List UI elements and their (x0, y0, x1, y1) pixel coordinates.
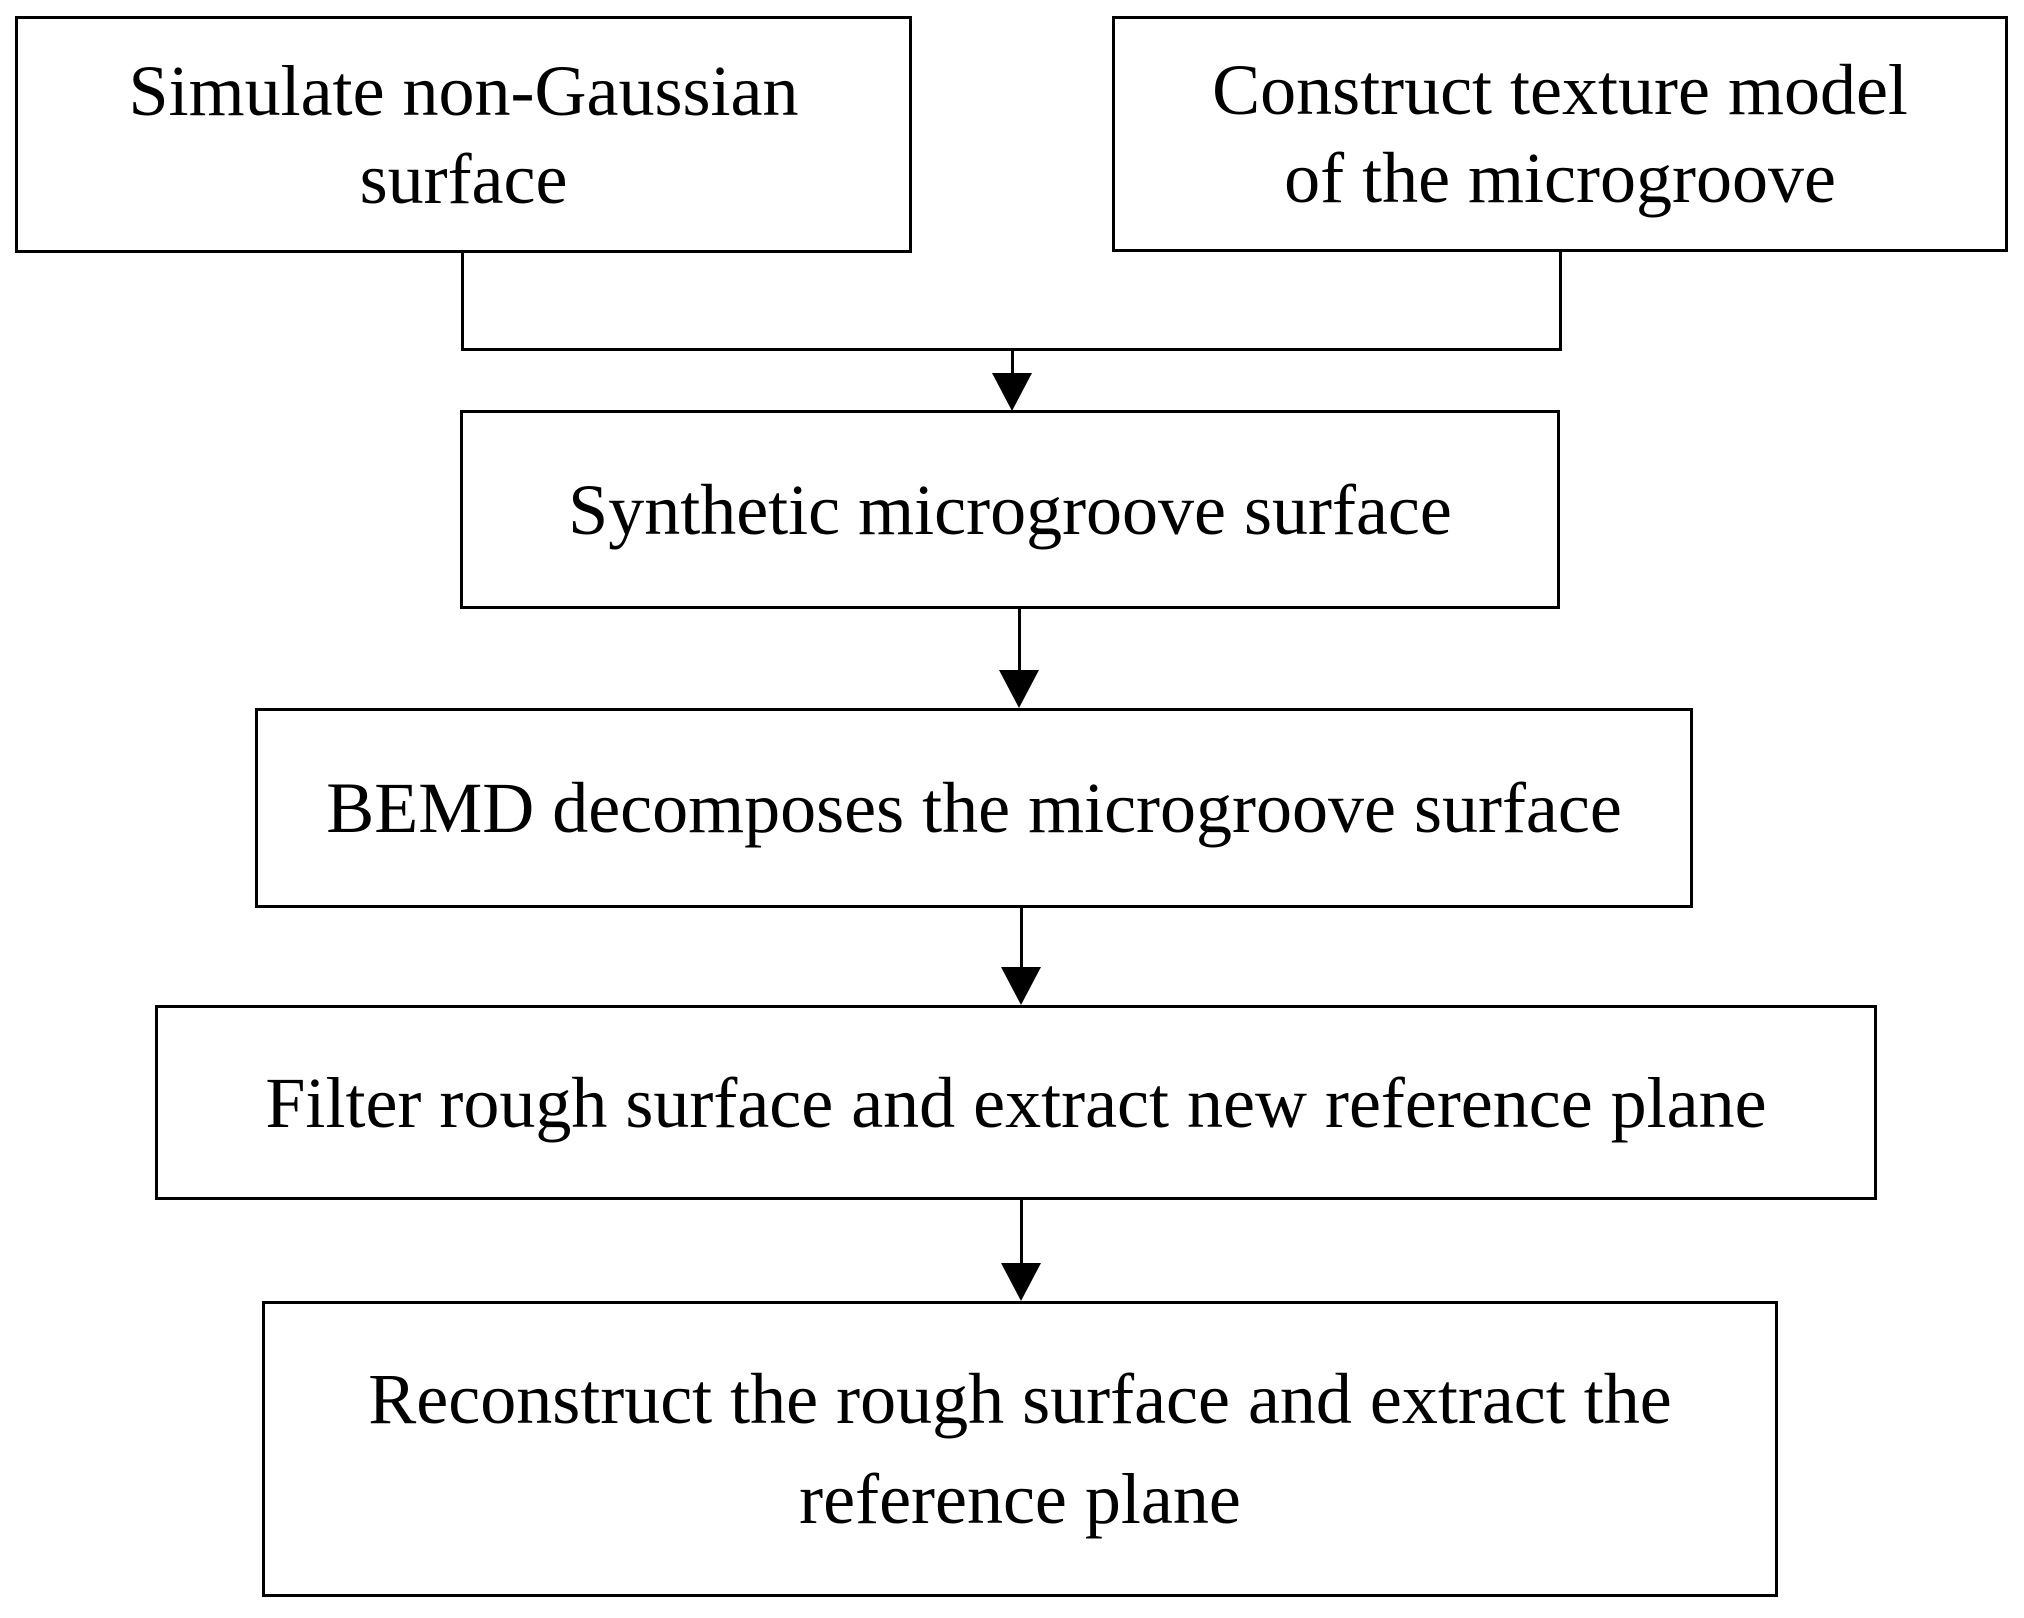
down-arrow-icon (1001, 1263, 1041, 1301)
connector-horizontal (461, 348, 1562, 351)
connector-line-3 (1020, 908, 1023, 968)
box-text-line: BEMD decomposes the microgroove surface (326, 768, 1622, 848)
box-text-line: Construct texture model (1212, 50, 1908, 130)
flow-box-filter-rough-surface: Filter rough surface and extract new ref… (155, 1005, 1877, 1200)
flow-box-synthetic-microgroove-surface: Synthetic microgroove surface (460, 410, 1560, 609)
connector-line-2 (1018, 609, 1021, 671)
box-text-line: Reconstruct the rough surface and extrac… (368, 1359, 1672, 1439)
flow-box-construct-texture-model: Construct texture model of the microgroo… (1112, 16, 2008, 252)
connector-line-1 (1011, 351, 1014, 375)
box-text-line: reference plane (799, 1459, 1241, 1539)
box-text-line: Filter rough surface and extract new ref… (265, 1062, 1767, 1143)
connector-line-4 (1020, 1200, 1023, 1264)
connector-stub-left (461, 253, 464, 351)
connector-stub-right (1559, 252, 1562, 351)
down-arrow-icon (992, 373, 1032, 411)
flow-box-reconstruct-rough-surface: Reconstruct the rough surface and extrac… (262, 1301, 1778, 1597)
box-text-line: Simulate non-Gaussian (128, 50, 799, 131)
box-text-line: surface (359, 138, 568, 219)
flow-box-bemd-decomposes-surface: BEMD decomposes the microgroove surface (255, 708, 1693, 908)
box-text-line: of the microgroove (1284, 138, 1836, 218)
box-text-line: Synthetic microgroove surface (568, 469, 1452, 550)
down-arrow-icon (1001, 967, 1041, 1005)
down-arrow-icon (999, 670, 1039, 708)
flow-box-simulate-non-gaussian-surface: Simulate non-Gaussian surface (15, 16, 912, 253)
